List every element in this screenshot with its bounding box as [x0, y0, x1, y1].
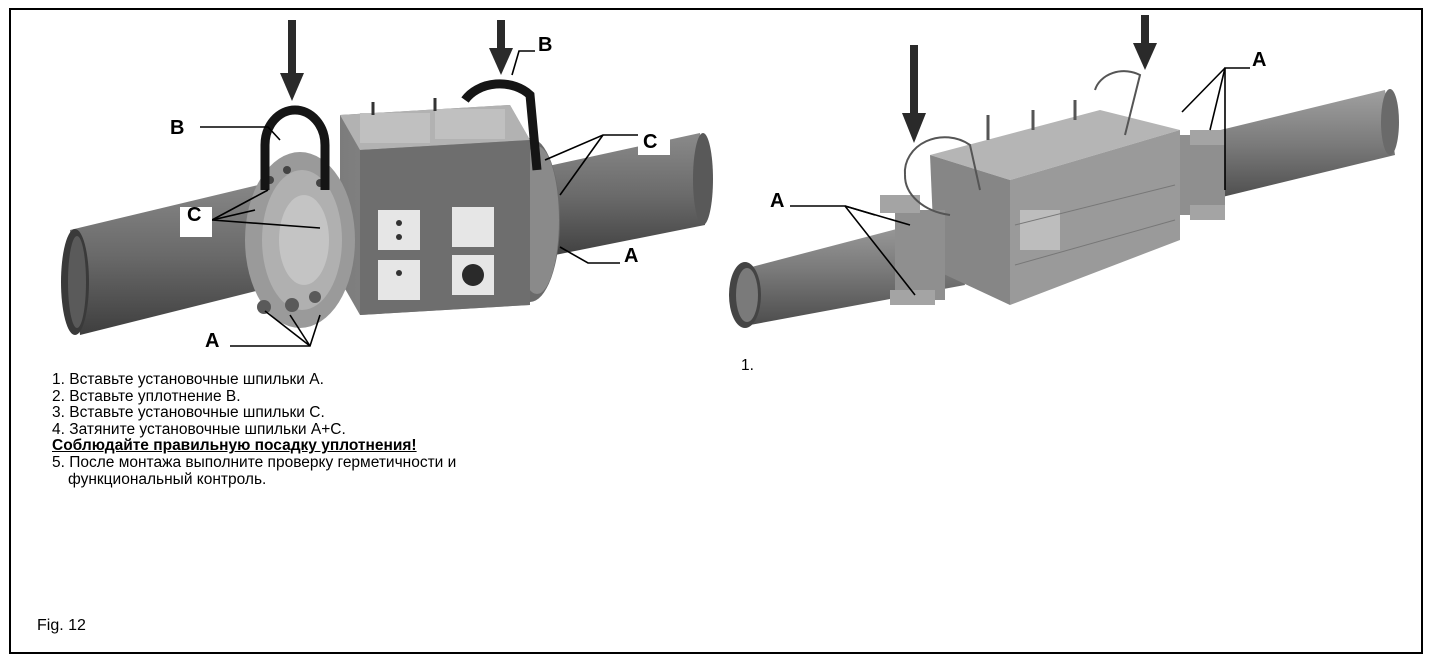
- left-seal-b: [260, 105, 330, 190]
- right-step-number: 1.: [741, 357, 754, 374]
- right-pipe: [530, 133, 713, 260]
- actuator-body: [340, 98, 530, 315]
- callout-a-right: A: [624, 245, 638, 267]
- step-5-continued: функциональный контроль.: [68, 470, 267, 488]
- right-callout-a-left: A: [770, 190, 784, 212]
- right-callout-a-right: A: [1252, 49, 1266, 71]
- callout-c-left: C: [187, 204, 201, 226]
- figure-frame: [9, 8, 1423, 654]
- right-assembly-illustration: A A: [729, 15, 1399, 328]
- step-1: 1. Вставьте установочные шпильки A.: [52, 371, 324, 388]
- right-fig-left-clamp: [880, 195, 945, 305]
- step-4: 4. Затяните установочные шпильки A+C.: [52, 420, 346, 438]
- right-fig-right-clamp: [1180, 130, 1225, 220]
- step-2: 2. Вставьте уплотнение B.: [52, 387, 241, 405]
- callout-b-left: B: [170, 117, 184, 139]
- left-assembly-illustration: B B C C A A: [61, 20, 713, 352]
- left-flange: [245, 152, 355, 328]
- left-leader-lines: [200, 50, 638, 347]
- callout-a-bottom: A: [205, 330, 219, 352]
- right-fig-actuator-body: [930, 100, 1180, 305]
- right-leader-lines: [790, 67, 1250, 296]
- down-arrow-right: [489, 20, 513, 75]
- right-fig-right-pipe: [1200, 89, 1399, 200]
- step-3: 3. Вставьте установочные шпильки C.: [52, 404, 325, 422]
- callout-b-right: B: [538, 34, 552, 56]
- figure-label: Fig. 12: [37, 617, 86, 634]
- down-arrow-left: [280, 20, 304, 101]
- right-seal-b: [461, 79, 542, 171]
- callout-c-right: C: [643, 131, 657, 153]
- step-5: 5. После монтажа выполните проверку герм…: [52, 453, 457, 471]
- left-pipe: [61, 175, 300, 335]
- right-fig-down-arrow-right: [1133, 15, 1157, 70]
- right-fig-down-arrow-left: [902, 45, 926, 143]
- seal-warning: Соблюдайте правильную посадку уплотнения…: [52, 437, 417, 455]
- instructions-list: 1. Вставьте установочные шпильки A. 2. В…: [52, 371, 457, 488]
